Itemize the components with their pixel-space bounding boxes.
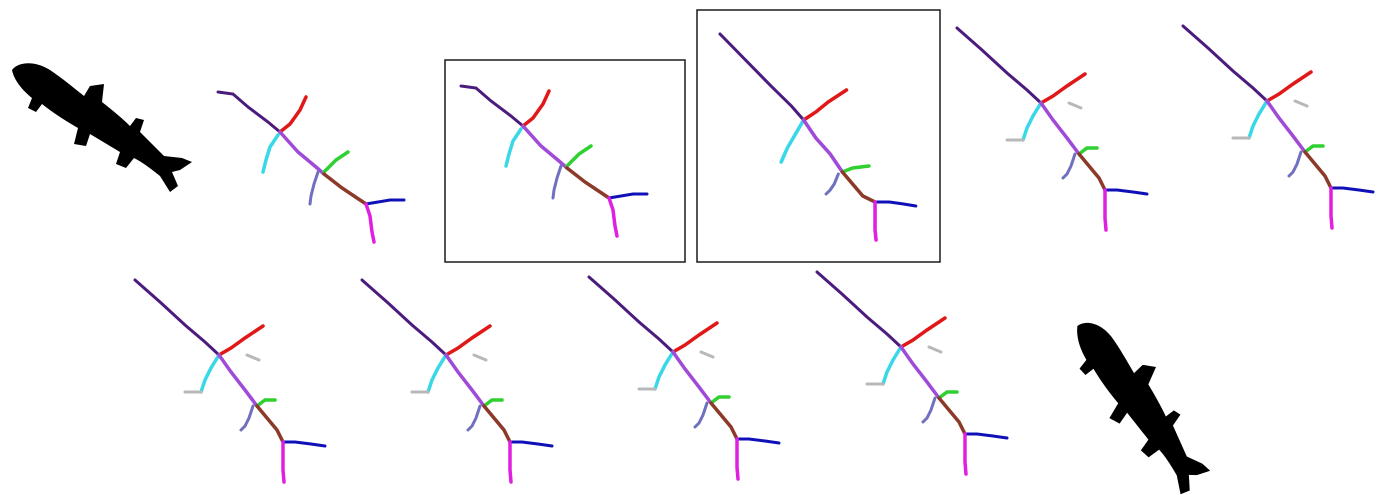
skeleton-panel-7 <box>133 278 327 484</box>
fish-silhouette-start <box>12 63 192 192</box>
skeleton-panel-5 <box>955 26 1149 232</box>
skeleton-panel-4-highlighted <box>696 9 941 263</box>
highlight-frame <box>444 59 686 263</box>
highlight-frame <box>696 9 941 263</box>
skeleton-panel-3-highlighted <box>444 59 686 263</box>
fish-silhouette-end <box>1037 319 1243 495</box>
skeleton-panel-6 <box>1181 24 1375 230</box>
skeleton-panel-2 <box>216 90 406 244</box>
skeleton-panel-10 <box>815 270 1009 476</box>
skeleton-panel-8 <box>360 278 554 484</box>
skeleton-panel-9 <box>587 275 781 481</box>
